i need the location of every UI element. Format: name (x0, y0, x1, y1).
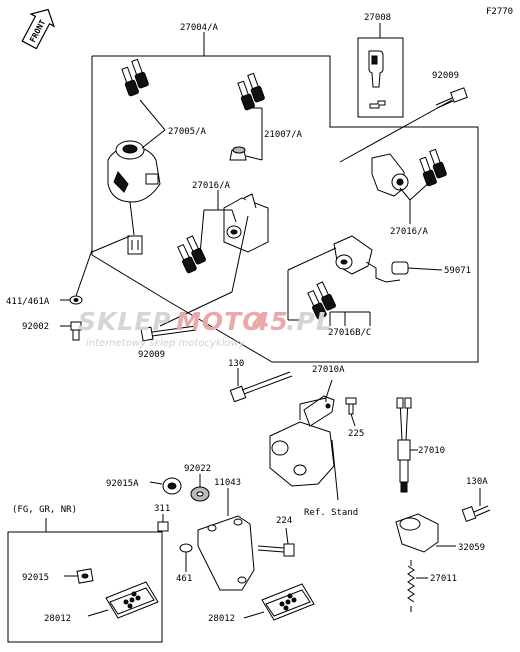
label-225: 225 (348, 429, 364, 439)
watermark: SKLEP MOTO 45 .PL internetowy sklep moto… (78, 307, 333, 349)
watermark-tagline: internetowy sklep motocyklowy (86, 338, 246, 349)
label-27016bc: 27016B/C (328, 328, 371, 338)
seat-lock-mid (177, 193, 269, 274)
switch-clamp-32059 (395, 513, 456, 553)
label-130a: 130A (466, 477, 488, 487)
bolt-92009-bottom (140, 325, 197, 342)
label-27008: 27008 (364, 13, 391, 23)
washer-411 (69, 295, 83, 305)
main-kit-outline (91, 32, 479, 363)
front-arrow-icon: FRONT (21, 8, 56, 50)
label-92009-bottom: 92009 (138, 350, 165, 360)
bolt-130a (461, 488, 491, 522)
reflector-28012-mid (243, 583, 315, 621)
label-27016-right: 27016/A (390, 227, 429, 237)
label-130: 130 (228, 359, 244, 369)
leader-lines (60, 99, 453, 327)
diagram-id: F2770 (486, 7, 513, 17)
label-92002: 92002 (22, 322, 49, 332)
bolt-224 (257, 527, 295, 557)
ignition-cap (229, 72, 265, 161)
label-27011: 27011 (430, 574, 457, 584)
label-27010a: 27010A (312, 365, 345, 375)
inset-box (7, 518, 163, 643)
label-92015: 92015 (22, 573, 49, 583)
collar-92015a (149, 477, 182, 495)
label-411-461a: 411/461A (6, 297, 50, 307)
label-92015a: 92015A (106, 479, 139, 489)
label-21007: 21007/A (264, 130, 303, 140)
label-27010: 27010 (418, 446, 445, 456)
label-ref-stand: Ref. Stand (304, 508, 358, 518)
stand-switch-bracket (269, 379, 339, 501)
label-28012-mid: 28012 (208, 614, 235, 624)
grommet-92022 (190, 474, 210, 502)
nut-311 (157, 514, 169, 532)
watermark-brand-d: .PL (286, 307, 333, 336)
nut-92015 (64, 568, 94, 584)
label-27004: 27004/A (180, 23, 219, 33)
bolt-92002 (70, 321, 82, 341)
watermark-brand-c: 45 (251, 307, 289, 336)
label-311: 311 (154, 504, 170, 514)
label-461: 461 (176, 574, 192, 584)
reflector-28012-left (87, 581, 159, 619)
label-32059: 32059 (458, 543, 485, 553)
label-11043: 11043 (214, 478, 241, 488)
label-92022: 92022 (184, 464, 211, 474)
screw-225 (345, 397, 357, 427)
stand-switch-sensor (396, 397, 418, 493)
part-labels: 27004/A 27008 92009 27005/A 21007/A 2701… (6, 13, 488, 624)
ignition-switch (107, 58, 161, 255)
watermark-brand-a: SKLEP (78, 307, 172, 336)
spring-27011 (407, 560, 428, 612)
bracket-11043 (197, 488, 255, 591)
washer-461 (179, 543, 193, 572)
bolt-130 (229, 371, 293, 403)
key-blank-box (357, 23, 404, 118)
bolt-92009-top (435, 87, 468, 109)
label-92009-top: 92009 (432, 71, 459, 81)
helmet-lock (307, 235, 409, 320)
label-224: 224 (276, 516, 292, 526)
seat-lock-right (371, 148, 447, 197)
watermark-brand-b: MOTO (176, 307, 264, 336)
label-28012-left: 28012 (44, 614, 71, 624)
label-27016-mid: 27016/A (192, 181, 231, 191)
label-27005: 27005/A (168, 127, 207, 137)
inset-title: (FG, GR, NR) (12, 505, 77, 515)
label-59071: 59071 (444, 266, 471, 276)
